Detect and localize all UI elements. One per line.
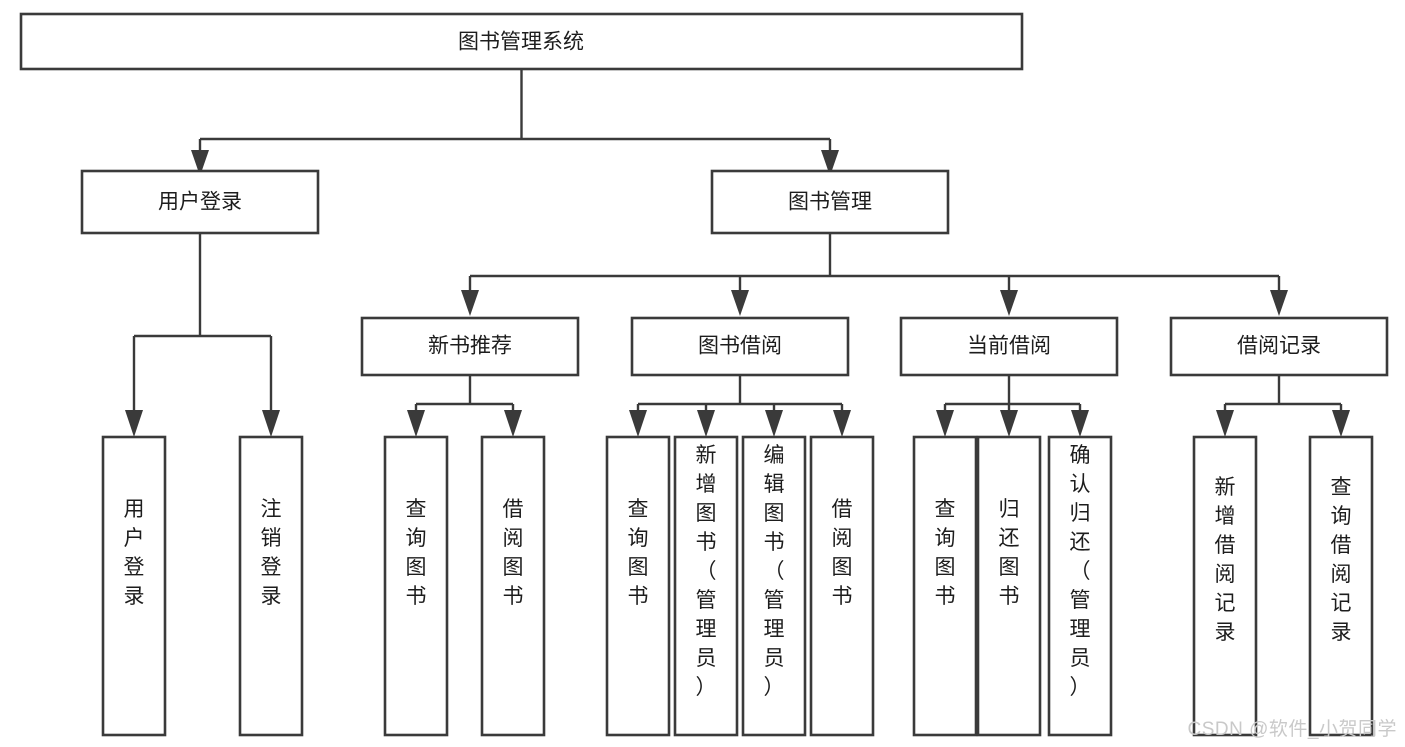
leaf-user-logout-label: 注销登录 bbox=[261, 498, 282, 608]
node-book-borrow-label: 图书借阅 bbox=[698, 335, 782, 358]
leaf-add-record-box[interactable] bbox=[1192, 435, 1258, 737]
leaf-query-book-3-label: 查询图书 bbox=[935, 498, 956, 608]
leaf-edit-book-label: 编辑图书（管理员） bbox=[764, 444, 785, 699]
node-new-book-recommend[interactable]: 新书推荐 bbox=[360, 316, 580, 377]
node-current-borrow-box[interactable] bbox=[899, 316, 1119, 377]
node-book-manage-box[interactable] bbox=[710, 169, 950, 235]
node-book-manage-label: 图书管理 bbox=[788, 191, 872, 214]
node-book-borrow[interactable]: 图书借阅 bbox=[630, 316, 850, 377]
csdn-watermark: CSDN @软件_小贺同学 bbox=[1187, 719, 1397, 740]
arrow-to-leaf-borrow-book-1 bbox=[504, 410, 522, 437]
leaf-user-login-label: 用户登录 bbox=[124, 498, 145, 608]
connector-currentborrow-to-bus bbox=[943, 375, 1082, 416]
arrow-to-leaf-edit-book bbox=[765, 410, 783, 437]
arrow-to-leaf-return-book bbox=[1000, 410, 1018, 437]
arrow-to-book-borrow bbox=[731, 290, 749, 316]
node-borrow-record[interactable]: 借阅记录 bbox=[1169, 316, 1389, 377]
leaf-return-book-label: 归还图书 bbox=[999, 498, 1020, 608]
leaf-edit-book[interactable]: 编辑图书（管理员） bbox=[741, 435, 807, 737]
arrow-to-leaf-query-book-2 bbox=[629, 410, 647, 437]
node-root[interactable]: 图书管理系统 bbox=[19, 12, 1024, 71]
node-current-borrow-label: 当前借阅 bbox=[967, 335, 1051, 358]
leaf-confirm-return-box[interactable] bbox=[1047, 435, 1113, 737]
leaf-confirm-return[interactable]: 确认归还（管理员） bbox=[1047, 435, 1113, 737]
node-borrow-record-label: 借阅记录 bbox=[1237, 335, 1321, 358]
arrow-to-user-login bbox=[191, 150, 209, 176]
leaf-query-record-box[interactable] bbox=[1308, 435, 1374, 737]
leaf-query-book-3[interactable]: 查询图书 bbox=[912, 435, 978, 737]
leaf-user-login-box[interactable] bbox=[101, 435, 167, 737]
leaf-add-record[interactable]: 新增借阅记录 bbox=[1192, 435, 1258, 737]
arrow-to-current-borrow bbox=[1000, 290, 1018, 316]
arrow-to-leaf-add-record bbox=[1216, 410, 1234, 437]
node-book-borrow-box[interactable] bbox=[630, 316, 850, 377]
node-new-book-recommend-label: 新书推荐 bbox=[428, 335, 512, 358]
leaf-query-record[interactable]: 查询借阅记录 bbox=[1308, 435, 1374, 737]
leaf-query-book-2-label: 查询图书 bbox=[628, 498, 649, 608]
arrow-to-leaf-query-book-1 bbox=[407, 410, 425, 437]
leaf-borrow-book-1-label: 借阅图书 bbox=[503, 498, 524, 608]
arrow-to-leaf-user-login bbox=[125, 410, 143, 437]
leaf-user-logout-box[interactable] bbox=[238, 435, 304, 737]
node-borrow-record-box[interactable] bbox=[1169, 316, 1389, 377]
leaf-query-book-1-label: 查询图书 bbox=[406, 498, 427, 608]
leaf-confirm-return-label: 确认归还（管理员） bbox=[1070, 444, 1091, 699]
leaf-return-book[interactable]: 归还图书 bbox=[976, 435, 1042, 737]
leaf-borrow-book-2[interactable]: 借阅图书 bbox=[809, 435, 875, 737]
arrow-to-book-manage bbox=[821, 150, 839, 176]
leaf-query-book-2-box[interactable] bbox=[605, 435, 671, 737]
arrow-to-leaf-user-logout bbox=[262, 410, 280, 437]
leaf-add-book-box[interactable] bbox=[673, 435, 739, 737]
leaf-borrow-book-2-box[interactable] bbox=[809, 435, 875, 737]
connector-layer bbox=[125, 70, 1350, 437]
node-new-book-recommend-box[interactable] bbox=[360, 316, 580, 377]
leaf-add-record-label: 新增借阅记录 bbox=[1215, 476, 1236, 644]
leaf-return-book-box[interactable] bbox=[976, 435, 1042, 737]
connector-userlogin-to-bus bbox=[132, 233, 273, 416]
node-root-label: 图书管理系统 bbox=[458, 31, 584, 54]
leaf-user-logout[interactable]: 注销登录 bbox=[238, 435, 304, 737]
node-root-box[interactable] bbox=[19, 12, 1024, 71]
node-user-login-box[interactable] bbox=[80, 169, 320, 235]
node-user-login[interactable]: 用户登录 bbox=[80, 169, 320, 235]
leaf-user-login[interactable]: 用户登录 bbox=[101, 435, 167, 737]
leaf-add-book[interactable]: 新增图书（管理员） bbox=[673, 435, 739, 737]
arrow-to-leaf-confirm-return bbox=[1071, 410, 1089, 437]
leaf-add-book-label: 新增图书（管理员） bbox=[696, 444, 717, 699]
arrow-to-leaf-borrow-book-2 bbox=[833, 410, 851, 437]
connector-newbook-to-bus bbox=[414, 375, 515, 416]
leaf-query-book-3-box[interactable] bbox=[912, 435, 978, 737]
leaf-query-book-1[interactable]: 查询图书 bbox=[383, 435, 449, 737]
arrow-to-new-book-recommend bbox=[461, 290, 479, 316]
node-current-borrow[interactable]: 当前借阅 bbox=[899, 316, 1119, 377]
arrow-to-leaf-add-book bbox=[697, 410, 715, 437]
node-user-login-label: 用户登录 bbox=[158, 191, 242, 214]
connector-root-to-bus bbox=[198, 70, 832, 158]
leaf-query-book-2[interactable]: 查询图书 bbox=[605, 435, 671, 737]
connector-bookmanage-to-bus bbox=[468, 233, 1281, 296]
leaf-edit-book-box[interactable] bbox=[741, 435, 807, 737]
leaf-borrow-book-1[interactable]: 借阅图书 bbox=[480, 435, 546, 737]
leaf-borrow-book-1-box[interactable] bbox=[480, 435, 546, 737]
leaf-borrow-book-2-label: 借阅图书 bbox=[832, 498, 853, 608]
arrow-to-leaf-query-record bbox=[1332, 410, 1350, 437]
node-book-manage[interactable]: 图书管理 bbox=[710, 169, 950, 235]
connector-bookborrow-to-bus bbox=[636, 375, 844, 416]
arrow-to-borrow-record bbox=[1270, 290, 1288, 316]
arrow-to-leaf-query-book-3 bbox=[936, 410, 954, 437]
leaf-query-book-1-box[interactable] bbox=[383, 435, 449, 737]
connector-borrowrecord-to-bus bbox=[1223, 375, 1343, 416]
leaf-query-record-label: 查询借阅记录 bbox=[1331, 476, 1352, 644]
